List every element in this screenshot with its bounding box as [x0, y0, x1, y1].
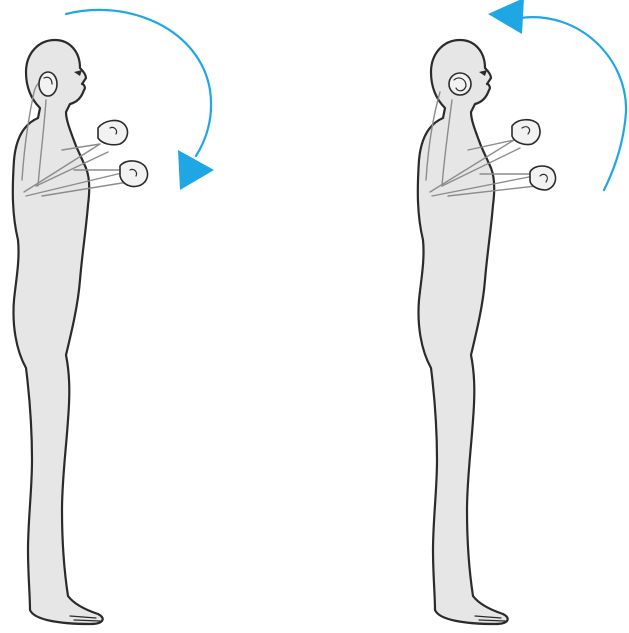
rotation-arrow-left-arc: [66, 10, 211, 156]
figure-left-fist-lower: [120, 161, 148, 187]
figure-left-body: [13, 40, 103, 624]
figure-right-fist-upper: [512, 120, 540, 145]
rotation-arrow-right: [488, 0, 626, 190]
figure-right-fist-head: [449, 73, 471, 95]
rotation-arrow-right-arc: [520, 17, 626, 190]
figure-right-fist-lower: [530, 166, 556, 190]
rotation-arrow-right-head: [488, 0, 524, 34]
figure-left-fist-upper: [98, 121, 127, 145]
figure-left: [13, 40, 148, 624]
figure-right: [418, 40, 556, 624]
figure-left-hand-head: [39, 72, 57, 96]
figure-right-body: [418, 40, 508, 624]
